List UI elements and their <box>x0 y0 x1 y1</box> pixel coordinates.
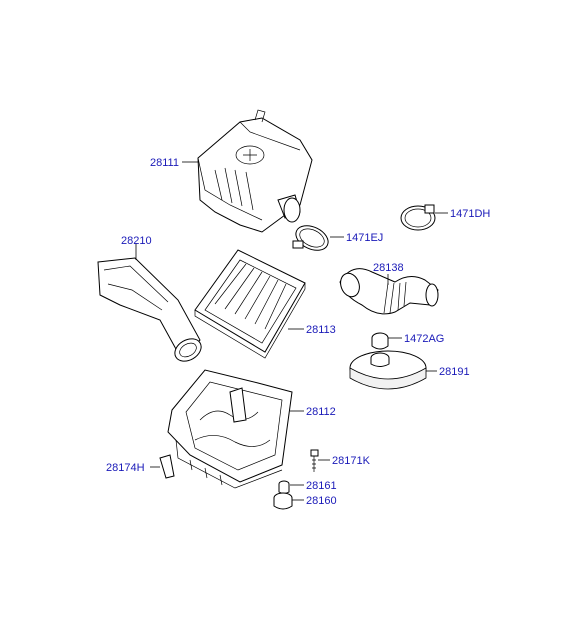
grommet-1472ag <box>371 332 389 350</box>
part-label-28210: 28210 <box>121 235 152 247</box>
part-label-1472ag: 1472AG <box>404 333 444 345</box>
part-label-28112: 28112 <box>306 406 336 418</box>
part-label-28161: 28161 <box>306 480 337 492</box>
part-label-28111: 28111 <box>150 157 179 169</box>
air-cleaner-lower-body <box>167 369 293 489</box>
part-label-28171k: 28171K <box>332 455 371 467</box>
hose-clamp-1471ej <box>292 225 329 251</box>
part-label-1471ej: 1471EJ <box>346 232 383 244</box>
part-label-28160: 28160 <box>306 495 337 507</box>
leader-lines <box>135 161 448 501</box>
intake-hose-28138 <box>339 268 439 315</box>
air-filter-element-28113 <box>194 249 306 359</box>
part-label-28174h: 28174H <box>106 462 145 474</box>
collar-28161 <box>278 480 290 494</box>
part-label-28113: 28113 <box>306 324 336 336</box>
air-duct-28210 <box>97 257 202 362</box>
bolt-28171k <box>310 449 319 472</box>
hose-clamp-1471dh <box>400 204 436 231</box>
bracket-28174h <box>159 454 175 479</box>
part-label-28191: 28191 <box>439 366 470 378</box>
part-label-1471dh: 1471DH <box>450 208 490 220</box>
insulator-28160 <box>273 492 293 510</box>
resonator-28191 <box>349 350 427 390</box>
air-cleaner-upper-cover <box>197 109 313 233</box>
part-label-28138: 28138 <box>373 262 404 274</box>
